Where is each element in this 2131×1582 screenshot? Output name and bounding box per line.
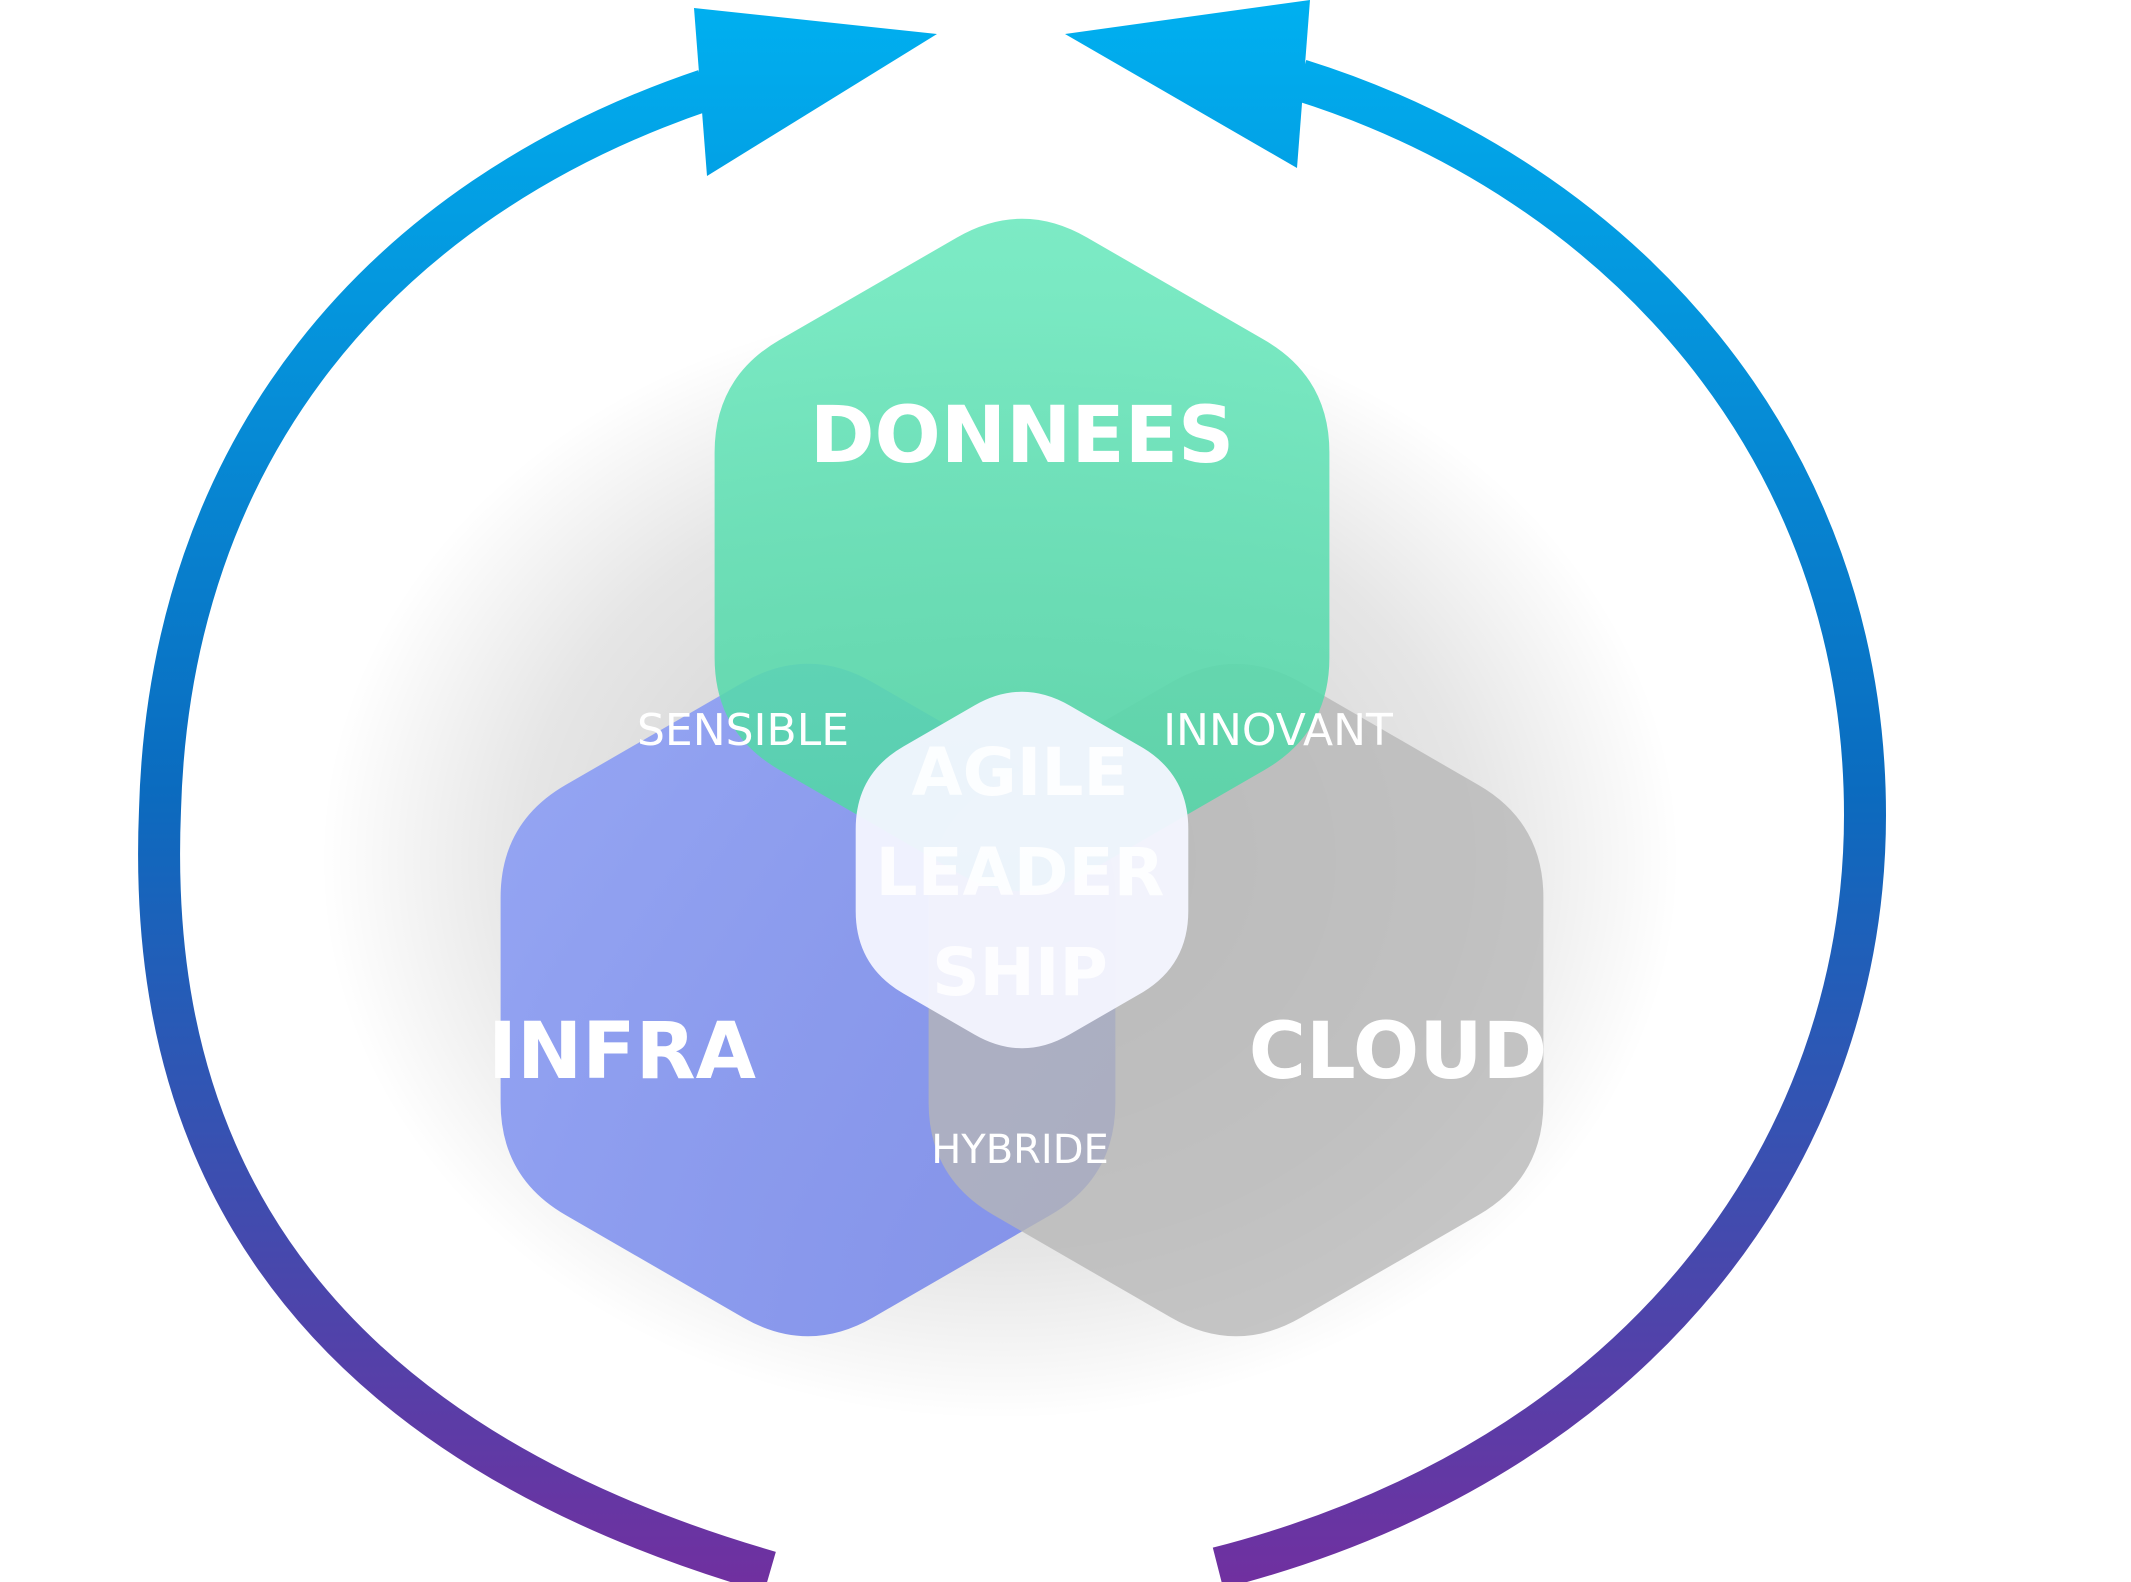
center-hexagon — [855, 691, 1189, 1049]
cloud-label: CLOUD — [1249, 1007, 1548, 1097]
center-label-line1: AGILE — [912, 734, 1129, 811]
donnees-hexagon — [714, 218, 1330, 892]
hybride-label: HYBRIDE — [931, 1127, 1109, 1173]
donnees-label: DONNEES — [810, 391, 1234, 481]
left-cycle-arrow — [138, 8, 937, 1582]
center-label: AGILE LEADER SHIP — [876, 734, 1165, 1011]
infra-label: INFRA — [488, 1007, 756, 1097]
innovant-label: INNOVANT — [1163, 705, 1393, 756]
sensible-label: SENSIBLE — [637, 705, 849, 756]
center-label-line3: SHIP — [932, 934, 1108, 1011]
center-label-line2: LEADER — [876, 834, 1165, 911]
right-cycle-arrow — [1065, 0, 1887, 1582]
